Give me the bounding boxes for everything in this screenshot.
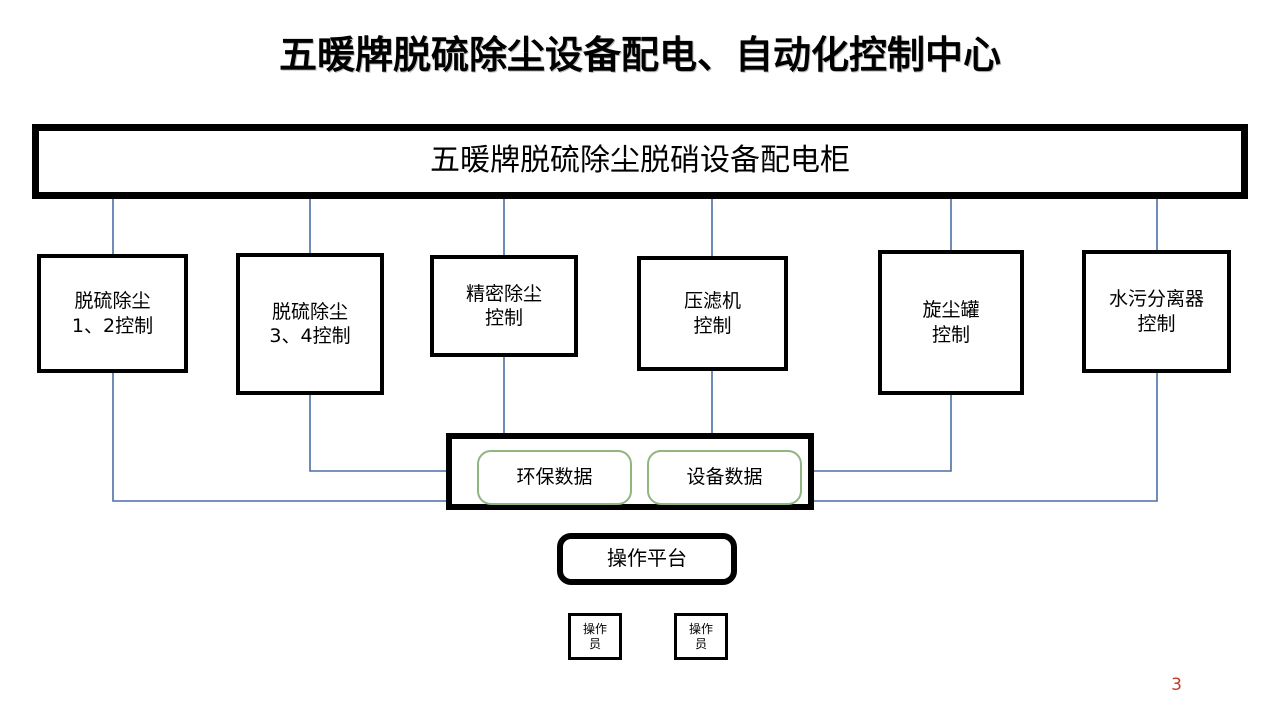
operator-box-1[interactable]: 操作 员 <box>568 613 622 660</box>
data-container: 环保数据 设备数据 <box>446 433 814 510</box>
operation-platform-box[interactable]: 操作平台 <box>557 533 737 585</box>
control-box-desulfurization-dedusting-3-4[interactable]: 脱硫除尘 3、4控制 <box>236 253 384 395</box>
page-number: 3 <box>1171 675 1182 695</box>
control-box-cyclone-dust-tank[interactable]: 旋尘罐 控制 <box>878 250 1024 395</box>
control-box-desulfurization-dedusting-1-2[interactable]: 脱硫除尘 1、2控制 <box>37 254 188 373</box>
control-box-water-sludge-separator[interactable]: 水污分离器 控制 <box>1082 250 1231 373</box>
operator-box-2[interactable]: 操作 员 <box>674 613 728 660</box>
control-box-precision-dedusting[interactable]: 精密除尘 控制 <box>430 255 578 357</box>
data-chip-equipment-data[interactable]: 设备数据 <box>647 450 802 505</box>
control-box-filter-press[interactable]: 压滤机 控制 <box>637 256 788 371</box>
main-distribution-cabinet-banner[interactable]: 五暖牌脱硫除尘脱硝设备配电柜 <box>32 124 1248 199</box>
page-title: 五暖牌脱硫除尘设备配电、自动化控制中心 <box>278 33 1001 77</box>
data-chip-environmental-data[interactable]: 环保数据 <box>477 450 632 505</box>
